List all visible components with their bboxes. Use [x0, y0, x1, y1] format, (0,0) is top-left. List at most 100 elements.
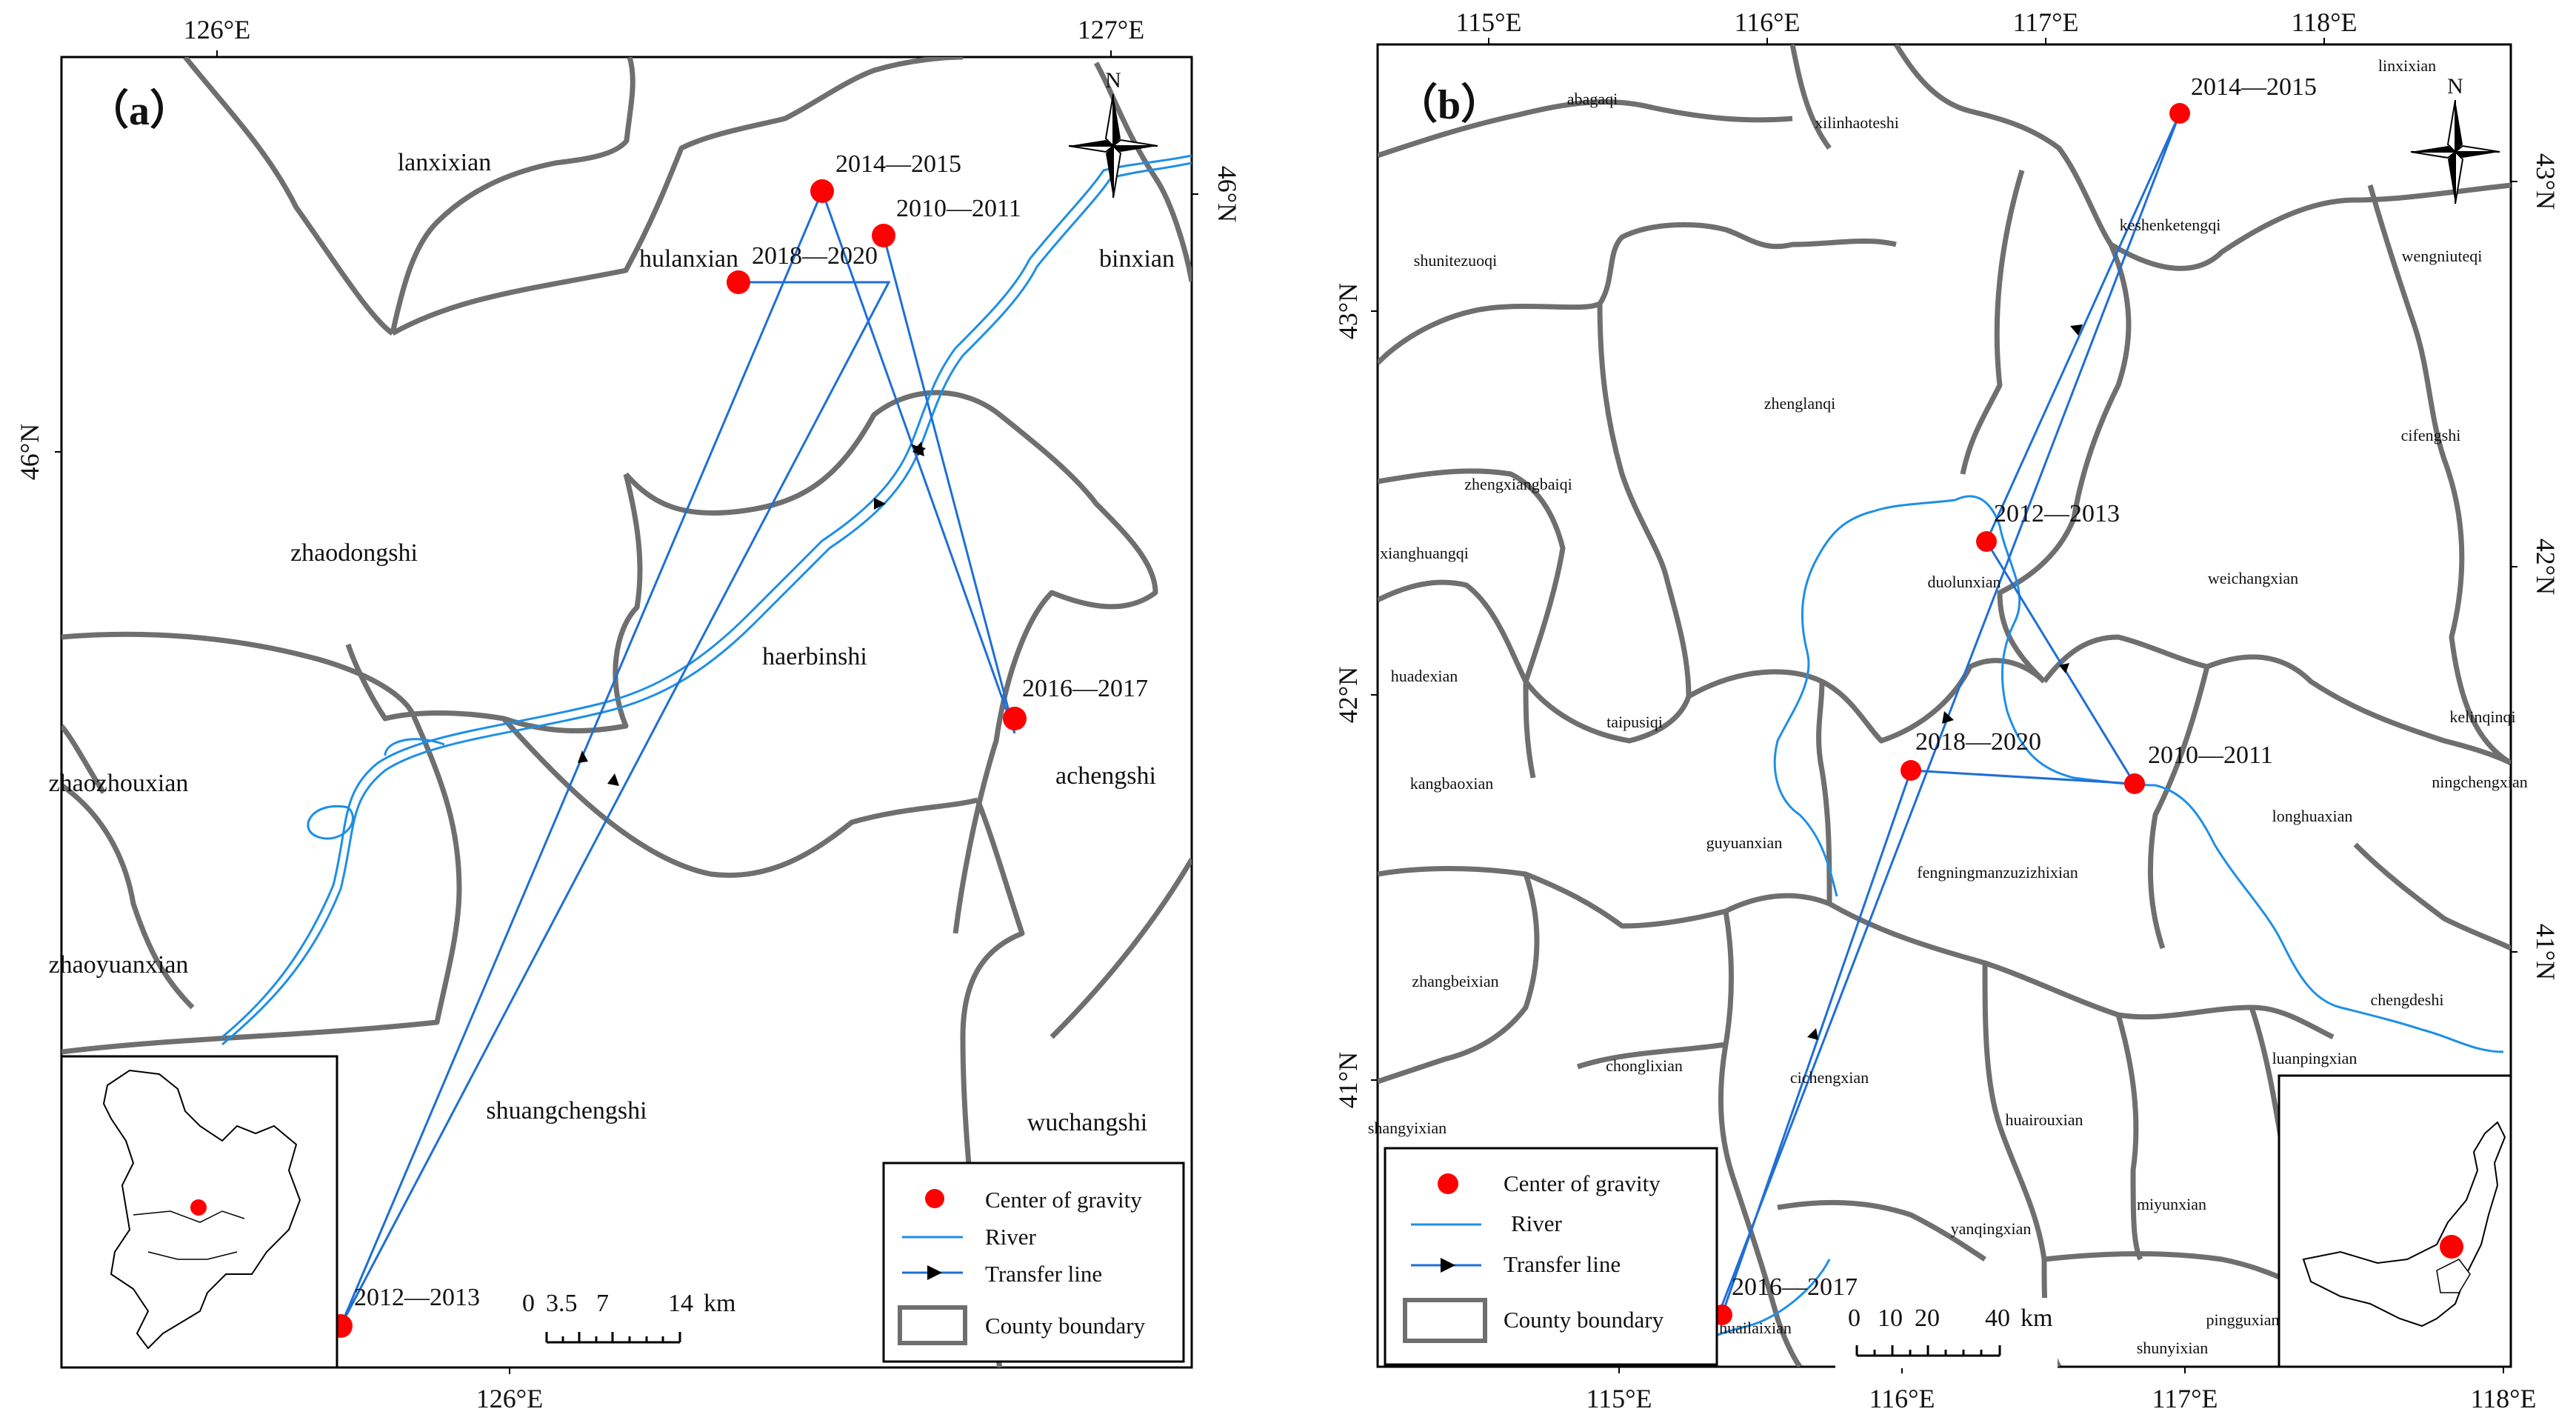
tick-top-126e: 126°E [184, 15, 250, 44]
legend-river-label: River [1511, 1210, 1563, 1236]
county-label: achengshi [1055, 762, 1156, 790]
county-label: shuangchengshi [486, 1097, 647, 1125]
legend-transfer-label: Transfer line [985, 1261, 1102, 1287]
county-label: kelinqinqi [2449, 707, 2515, 726]
gravity-point-label: 2014—2015 [2191, 73, 2317, 101]
panel-b-transfer-arrows [1807, 324, 2083, 1040]
county-label: luanpingxian [2272, 1049, 2358, 1067]
county-label: binxian [1099, 245, 1175, 273]
gravity-point-label: 2012—2013 [1994, 500, 2120, 527]
panel-a-ticks [55, 50, 1198, 1374]
legend-boundary-label: County boundary [985, 1313, 1146, 1339]
county-label: fengningmanzuzizhixian [1917, 863, 2078, 882]
scale-tick: 20 [1915, 1305, 1940, 1332]
gravity-point [2124, 773, 2145, 794]
panel-a-river [221, 154, 1192, 1046]
north-label: N [2447, 74, 2463, 99]
panel-b-scale-bar [1855, 1345, 2001, 1357]
tick-right: 43°N [2531, 153, 2560, 210]
tick-top: 115°E [1455, 7, 1521, 37]
county-label: xianghuangqi [1380, 544, 1469, 562]
tick-bottom: 115°E [1586, 1384, 1652, 1413]
gravity-point [2169, 103, 2190, 124]
county-label: duolunxian [1928, 573, 2001, 591]
scale-tick: 40 [1985, 1305, 2010, 1332]
county-label: huairouxian [2005, 1110, 2083, 1129]
tick-left-46n: 46°N [15, 424, 44, 480]
gravity-point [1003, 707, 1027, 730]
county-label: cifengshi [2401, 426, 2461, 444]
panel-b-legend: Center of gravity River Transfer line Co… [1384, 1147, 1718, 1366]
county-label: zhengxiangbaiqi [1464, 475, 1572, 493]
legend-gravity-label: Center of gravity [985, 1187, 1142, 1213]
tick-right: 42°N [2531, 539, 2560, 595]
county-label: abagaqi [1567, 90, 1618, 108]
tick-top-127e: 127°E [1078, 15, 1144, 44]
gravity-point [1976, 531, 1997, 552]
panel-b-county-labels: linxixian abagaqi xilinhaoteshi keshenke… [1368, 56, 2528, 1365]
county-label: chonglixian [1606, 1056, 1683, 1075]
county-label: kangbaoxian [1410, 774, 1493, 793]
scale-tick: 14 [668, 1290, 693, 1317]
county-label: zhaoyuanxian [49, 951, 189, 979]
tick-right-46n: 46°N [1212, 166, 1242, 222]
county-label: weichangxian [2208, 569, 2298, 587]
county-label: pingguxian [2206, 1310, 2280, 1329]
tick-top: 116°E [1734, 7, 1800, 37]
panel-b-transfer-lines [1718, 113, 2181, 1316]
county-label: miyunxian [2137, 1195, 2206, 1213]
legend-boundary-icon [898, 1305, 967, 1345]
county-label: haerbinshi [762, 643, 867, 670]
tick-bottom: 116°E [1869, 1384, 1935, 1413]
gravity-point-label: 2016—2017 [1732, 1273, 1858, 1301]
gravity-point-label: 2012—2013 [354, 1284, 480, 1311]
tick-bottom: 117°E [2152, 1384, 2218, 1413]
county-label: huadexian [1391, 667, 1458, 685]
panel-b: 115°E 116°E 117°E 118°E 115°E 116°E 117°… [1333, 7, 2560, 1413]
county-label: shunyixian [2137, 1339, 2209, 1357]
county-label: shunitezuoqi [1414, 251, 1497, 270]
north-arrow-icon [2410, 99, 2500, 204]
inset-gravity-point [2440, 1235, 2463, 1259]
county-label: yanqingxian [1951, 1219, 2032, 1238]
county-label: guyuanxian [1706, 833, 1783, 852]
county-label: zhenglanqi [1764, 394, 1836, 413]
county-label: huailaixian [1719, 1319, 1792, 1337]
tick-right: 41°N [2531, 924, 2560, 980]
tick-top: 118°E [2291, 7, 2357, 37]
gravity-point [727, 270, 750, 294]
county-label: lanxixian [398, 149, 492, 176]
panel-b-inset [2278, 1074, 2512, 1368]
legend-river-label: River [985, 1224, 1037, 1250]
county-label: zhangbeixian [1412, 972, 1498, 990]
gravity-point-label: 2018—2020 [1915, 728, 2041, 756]
tick-top: 117°E [2012, 7, 2078, 37]
legend-boundary-label: County boundary [1504, 1307, 1664, 1333]
panel-b-ticks [1371, 38, 2517, 1373]
tick-bottom-126e: 126°E [476, 1384, 543, 1413]
scale-unit: km [704, 1290, 735, 1317]
county-label: zhaodongshi [290, 539, 418, 567]
county-label: chengdeshi [2371, 990, 2444, 1009]
tick-left: 43°N [1333, 283, 1363, 339]
north-arrow-icon [1068, 93, 1158, 199]
tick-left: 42°N [1333, 667, 1363, 723]
legend-gravity-icon [1438, 1173, 1458, 1194]
panel-b-label: （b） [1396, 81, 1502, 128]
panel-a-transfer-arrows [578, 442, 926, 786]
panel-a-label: （a） [87, 87, 191, 134]
legend-transfer-label: Transfer line [1504, 1251, 1621, 1277]
gravity-point-label: 2010—2011 [896, 195, 1021, 222]
county-label: hulanxian [639, 245, 738, 273]
county-label: keshenketengqi [2120, 216, 2221, 234]
county-label: taipusiqi [1606, 713, 1663, 731]
panel-a-scale-bar [545, 1332, 681, 1344]
legend-boundary-icon [1403, 1298, 1487, 1343]
legend-gravity-icon [925, 1189, 944, 1208]
tick-left: 41°N [1333, 1052, 1363, 1108]
scale-tick: 0 [1848, 1305, 1861, 1332]
county-label: xilinhaoteshi [1815, 113, 1899, 132]
gravity-point-label: 2010—2011 [2148, 742, 2273, 769]
gravity-point-label: 2016—2017 [1022, 675, 1148, 702]
